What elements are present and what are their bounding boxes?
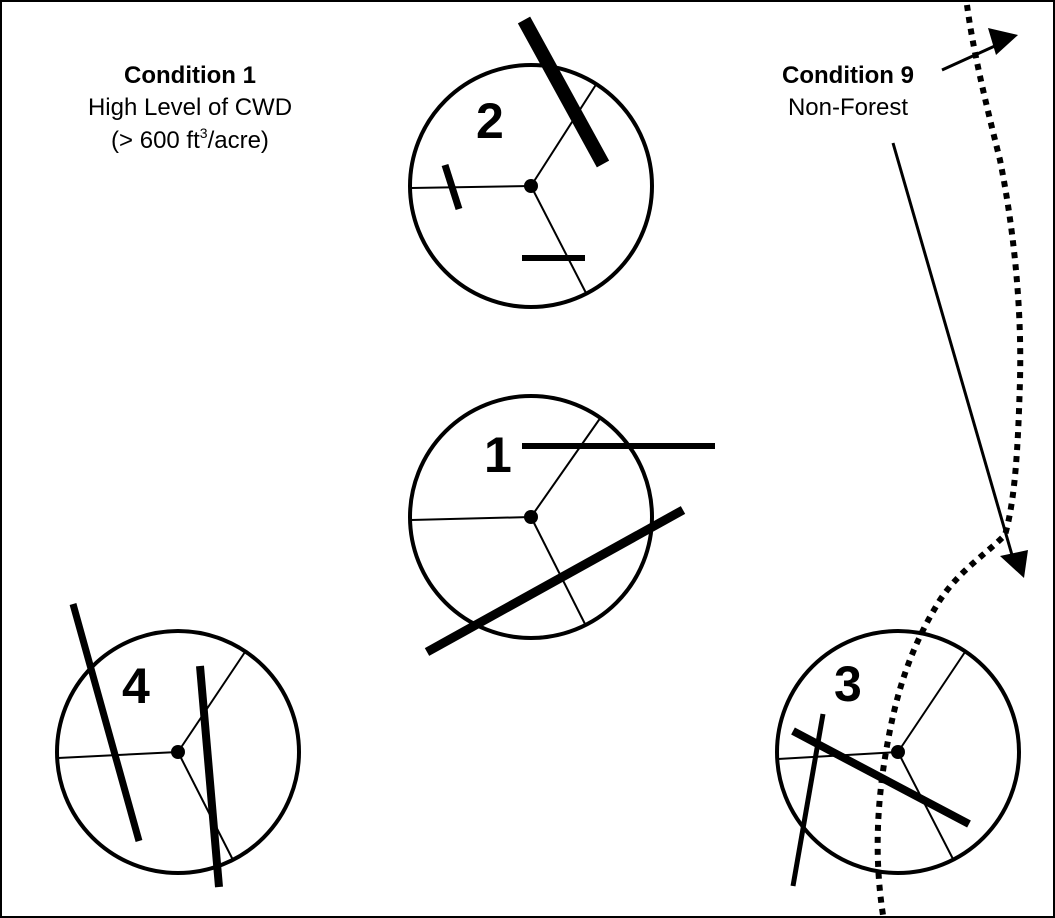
condition-1-measure: (> 600 ft3/acre) xyxy=(111,125,269,154)
plot-3: 3 xyxy=(775,629,1021,887)
condition-9-title: Condition 9 xyxy=(782,62,914,89)
plot-1-log-2 xyxy=(424,506,686,656)
plot-2-number: 2 xyxy=(476,93,504,149)
plot-3-number: 3 xyxy=(834,656,862,712)
condition-9-label: Condition 9 Non-Forest xyxy=(782,62,914,121)
condition-9-description: Non-Forest xyxy=(788,94,908,121)
condition-1-measure-prefix: (> 600 ft xyxy=(111,127,200,154)
condition-1-title: Condition 1 xyxy=(124,62,256,89)
plot-4-center-point xyxy=(171,745,185,759)
plot-2-log-1 xyxy=(517,16,610,168)
plot-4-transect-3 xyxy=(177,751,234,861)
condition-1-measure-superscript: 3 xyxy=(200,125,208,141)
condition-1-description: High Level of CWD xyxy=(88,94,292,121)
plot-1-number: 1 xyxy=(484,427,512,483)
plot-1-center-point xyxy=(524,510,538,524)
plot-2-transect-2 xyxy=(410,185,532,189)
condition-9-arrow-upper-head xyxy=(988,28,1018,55)
plot-2-center-point xyxy=(524,179,538,193)
plot-2: 2 xyxy=(408,16,654,309)
plot-2-circle xyxy=(408,63,654,309)
plot-4-log-1 xyxy=(69,603,143,842)
condition-9-arrow-lower xyxy=(891,142,1014,556)
condition-1-measure-suffix: /acre) xyxy=(208,127,269,154)
plot-4-number: 4 xyxy=(122,658,150,714)
plot-1: 1 xyxy=(408,394,715,656)
plot-4: 4 xyxy=(55,603,301,888)
plot-3-log-2 xyxy=(791,727,971,828)
plot-2-log-2 xyxy=(441,163,463,211)
condition-9-arrow-lower-head xyxy=(1000,550,1028,578)
plot-1-transect-2 xyxy=(410,516,532,521)
plot-3-transect-1 xyxy=(897,651,966,753)
plot-4-log-2 xyxy=(196,665,223,888)
plot-3-center-point xyxy=(891,745,905,759)
plot-4-transect-1 xyxy=(177,651,246,753)
plot-3-circle xyxy=(775,629,1021,875)
condition-boundary-line xyxy=(874,4,1024,916)
plot-1-circle xyxy=(408,394,654,640)
condition-1-label: Condition 1 High Level of CWD (> 600 ft3… xyxy=(88,62,292,154)
plot-2-transect-1 xyxy=(530,82,598,187)
plot-1-transect-3 xyxy=(530,516,586,625)
plot-1-transect-1 xyxy=(530,416,602,518)
plot-2-transect-3 xyxy=(530,185,587,294)
plot-4-circle xyxy=(55,629,301,875)
